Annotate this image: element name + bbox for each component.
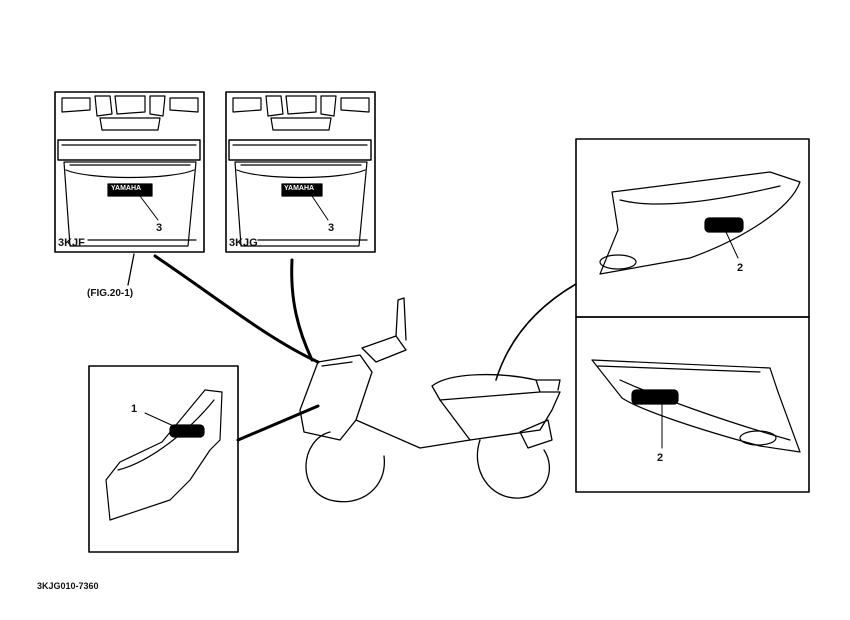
drawing-code: 3KJG010-7360: [37, 581, 99, 591]
panel-3kjf-frame: [54, 91, 205, 253]
part-number-label: 2: [657, 452, 664, 464]
part-number-label: 1: [131, 403, 138, 415]
fig-ref-line: [127, 253, 135, 286]
yamaha-emblem: YAMAHA: [284, 185, 315, 192]
leader-lines: [153, 254, 577, 442]
fig-reference: (FIG.20-1): [87, 288, 134, 299]
yamaha-emblem: YAMAHA: [111, 185, 142, 192]
model-code-3kjf: 3KJF: [58, 237, 85, 249]
panel-3kjg-frame: [225, 91, 376, 253]
part-number-label: 3: [156, 222, 163, 234]
panel-right-upper-frame: [575, 138, 810, 318]
part-number-label: 3: [328, 222, 335, 234]
model-code-3kjg: 3KJG: [229, 237, 258, 249]
part-number-label: 2: [737, 262, 744, 274]
panel-right-lower-frame: [575, 316, 810, 493]
scooter-outline: [299, 297, 561, 503]
panel-left-lower-frame: [88, 365, 239, 553]
